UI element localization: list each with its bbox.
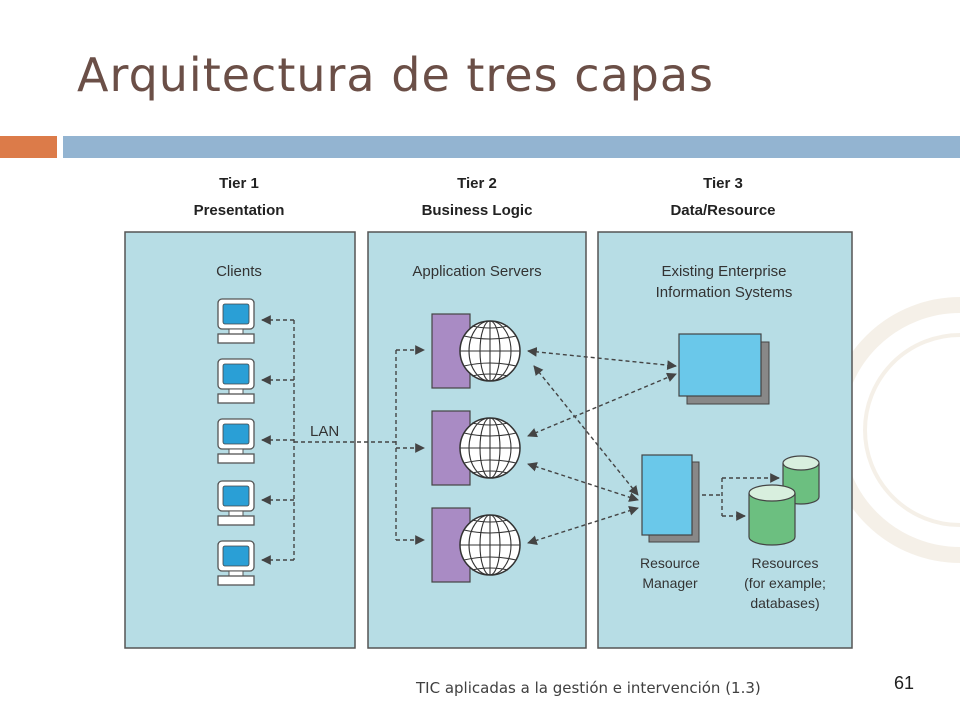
tier-3-name: Data/Resource — [670, 202, 775, 219]
title-rule-accent — [0, 136, 57, 158]
slide-title: Arquitectura de tres capas — [77, 48, 715, 102]
tier-3-header: Tier 3 Data/Resource — [670, 175, 775, 219]
watermark-seal — [827, 297, 960, 563]
resources-label-line-2: (for example; — [744, 575, 826, 591]
tier-2-number: Tier 2 — [457, 175, 497, 192]
client-monitor-icon — [217, 358, 255, 404]
tier-1-number: Tier 1 — [219, 175, 259, 192]
server-resource-connections — [527, 347, 780, 545]
lan-label: LAN — [310, 423, 339, 440]
client-monitor-icon — [217, 298, 255, 344]
database-icon — [748, 484, 796, 546]
client-monitor-icon — [217, 418, 255, 464]
lan-connections — [261, 315, 425, 565]
tier-2-name: Business Logic — [422, 202, 533, 219]
tier-2-header: Tier 2 Business Logic — [422, 175, 533, 219]
tier-1-header: Tier 1 Presentation — [194, 175, 285, 219]
resources-label-line-1: Resources — [752, 555, 819, 571]
tier-3-number: Tier 3 — [703, 175, 743, 192]
resource-manager-label-line-1: Resource — [640, 555, 700, 571]
title-rule-bar — [63, 136, 960, 158]
client-monitor-icon — [217, 540, 255, 586]
tier-3-panel — [597, 231, 853, 649]
slide-footer: TIC aplicadas a la gestión e intervenció… — [416, 679, 761, 697]
eis-label-line-1: Existing Enterprise — [661, 263, 786, 280]
client-monitor-icon — [217, 480, 255, 526]
clients-label: Clients — [216, 263, 262, 280]
resource-manager-label-line-2: Manager — [642, 575, 698, 591]
resource-manager-box — [641, 454, 700, 543]
eis-label-line-2: Information Systems — [656, 284, 793, 301]
page-number: 61 — [894, 673, 915, 693]
resources-label-line-3: databases) — [750, 595, 819, 611]
app-servers-label: Application Servers — [412, 263, 541, 280]
database-icon — [782, 455, 820, 505]
eis-system-box — [678, 333, 770, 405]
tier-1-name: Presentation — [194, 202, 285, 219]
